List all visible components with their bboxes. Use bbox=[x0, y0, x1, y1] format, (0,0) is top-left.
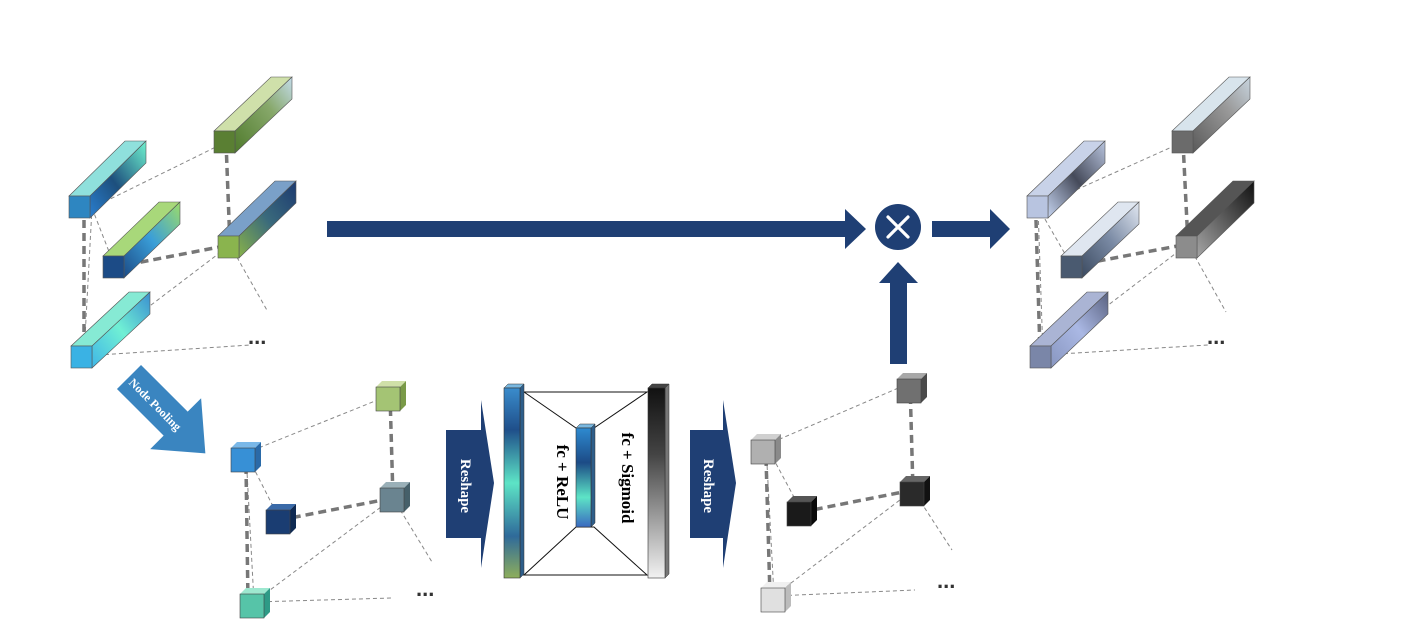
weight-graph: ... bbox=[750, 373, 955, 613]
edge-thin bbox=[91, 141, 227, 209]
fc-sigmoid-text: fc + Sigmoid bbox=[618, 433, 637, 524]
edge-thin bbox=[83, 207, 93, 357]
reshape-out-text: Reshape bbox=[700, 459, 716, 514]
output-bar bbox=[1175, 180, 1255, 259]
fc-relu-text: fc + ReLU bbox=[553, 445, 572, 520]
fc-block: fc + ReLU fc + Sigmoid bbox=[503, 383, 670, 579]
edge-thin bbox=[912, 489, 953, 551]
fc-relu-label: fc + ReLU bbox=[553, 445, 572, 520]
feature-bar bbox=[70, 291, 151, 369]
edge-thick bbox=[764, 457, 772, 597]
feature-bar bbox=[68, 140, 147, 219]
circled-times-icon bbox=[875, 204, 921, 250]
weight-node bbox=[760, 582, 791, 613]
feature-bar bbox=[217, 180, 297, 259]
ellipsis-text: ... bbox=[248, 324, 266, 349]
input-graph: ... bbox=[68, 76, 297, 369]
fc-sigmoid-label: fc + Sigmoid bbox=[618, 433, 637, 524]
edge-thin bbox=[253, 497, 394, 603]
edge-thin bbox=[1187, 243, 1227, 313]
edge-thin bbox=[245, 452, 281, 521]
ellipsis-text: ... bbox=[937, 568, 955, 593]
output-arrow bbox=[932, 209, 1010, 249]
pooled-node bbox=[265, 504, 296, 535]
fc-input-column bbox=[503, 383, 525, 579]
edge-thick bbox=[801, 488, 914, 514]
pooled-node bbox=[230, 442, 261, 473]
fc-sigmoid-column bbox=[647, 383, 670, 579]
edge-thin bbox=[773, 489, 914, 597]
flow-arrows bbox=[327, 204, 1010, 364]
reshape-in-label: Reshape bbox=[457, 459, 473, 514]
pooled-node bbox=[379, 482, 410, 513]
edge-thin bbox=[1037, 141, 1184, 208]
edge-thick bbox=[244, 465, 250, 603]
edge-thin bbox=[773, 589, 916, 597]
weight-node bbox=[896, 373, 927, 404]
reshape-arrow-out: Reshape bbox=[690, 400, 736, 568]
ellipsis-text: ... bbox=[1207, 324, 1225, 349]
edge-thin bbox=[245, 394, 391, 454]
edge-thick bbox=[388, 394, 395, 499]
weight-node bbox=[750, 434, 781, 465]
weight-node bbox=[786, 496, 817, 527]
edge-thick bbox=[1034, 219, 1042, 353]
fc-relu-column bbox=[575, 423, 596, 528]
reshape-out-label: Reshape bbox=[700, 459, 716, 514]
edge-thin bbox=[392, 497, 433, 563]
edge-thin bbox=[765, 382, 911, 446]
output-bar bbox=[1171, 76, 1251, 154]
edge-thin bbox=[229, 244, 269, 313]
feature-bar bbox=[213, 76, 293, 154]
pooled-graph: ... bbox=[230, 381, 434, 619]
edge-thin bbox=[765, 444, 775, 597]
skip-arrow bbox=[327, 209, 866, 249]
node-pooling-arrow: Node Pooling bbox=[116, 364, 206, 454]
edge-thick bbox=[279, 496, 394, 522]
output-bar bbox=[1029, 291, 1109, 369]
feature-bar bbox=[102, 201, 181, 279]
edge-thin bbox=[245, 452, 255, 603]
output-bar bbox=[1026, 140, 1106, 219]
pooled-node bbox=[239, 588, 270, 619]
output-bar bbox=[1060, 201, 1140, 279]
weight-up-arrow bbox=[879, 262, 918, 364]
output-graph: ... bbox=[1026, 76, 1255, 369]
edge-thin bbox=[1037, 206, 1044, 356]
reshape-arrow-in: Reshape bbox=[446, 400, 494, 568]
edge-thin bbox=[253, 597, 393, 603]
ellipsis-text: ... bbox=[416, 576, 434, 601]
weight-node bbox=[899, 476, 930, 507]
pooled-node bbox=[375, 381, 406, 412]
reshape-in-text: Reshape bbox=[457, 459, 473, 514]
